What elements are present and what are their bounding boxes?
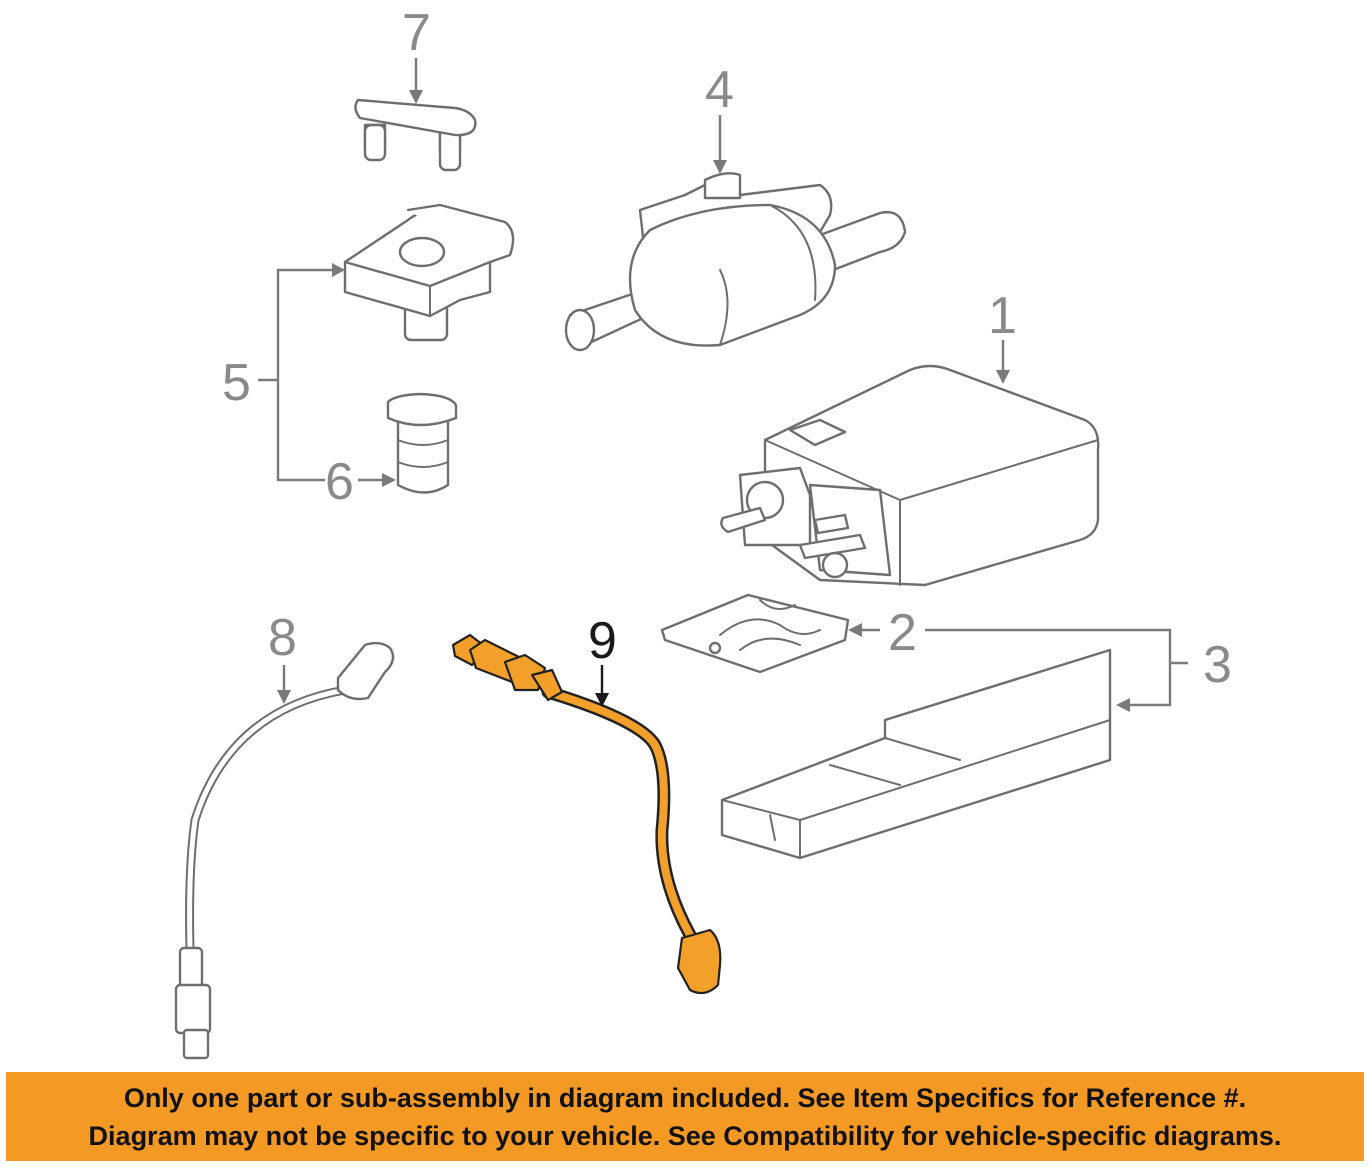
callout-5: 5 xyxy=(222,354,251,412)
disclaimer-banner: Only one part or sub-assembly in diagram… xyxy=(6,1072,1364,1161)
part-4-purge-valve xyxy=(564,172,907,352)
part-6-grommet xyxy=(386,392,458,494)
part-2-bracket xyxy=(660,593,850,674)
callout-3: 3 xyxy=(1203,636,1232,694)
part-1-canister xyxy=(720,364,1100,587)
disclaimer-line-2: Diagram may not be specific to your vehi… xyxy=(88,1120,1282,1151)
parts-diagram: 7 4 1 5 6 2 3 8 9 xyxy=(174,4,1232,1060)
callout-8: 8 xyxy=(268,609,297,667)
part-9-oxygen-sensor-highlighted xyxy=(451,633,722,995)
part-8-oxygen-sensor xyxy=(174,641,395,1060)
callout-9: 9 xyxy=(588,612,617,670)
callout-4: 4 xyxy=(705,61,734,119)
callout-2: 2 xyxy=(888,604,917,662)
part-7-clip xyxy=(354,98,477,172)
callout-6: 6 xyxy=(325,453,354,511)
part-5-sensor xyxy=(343,203,515,342)
callout-1: 1 xyxy=(988,287,1017,345)
part-3-tray xyxy=(720,648,1112,860)
callout-7: 7 xyxy=(402,4,431,62)
leader-lines xyxy=(258,58,1188,712)
disclaimer-line-1: Only one part or sub-assembly in diagram… xyxy=(123,1082,1247,1113)
